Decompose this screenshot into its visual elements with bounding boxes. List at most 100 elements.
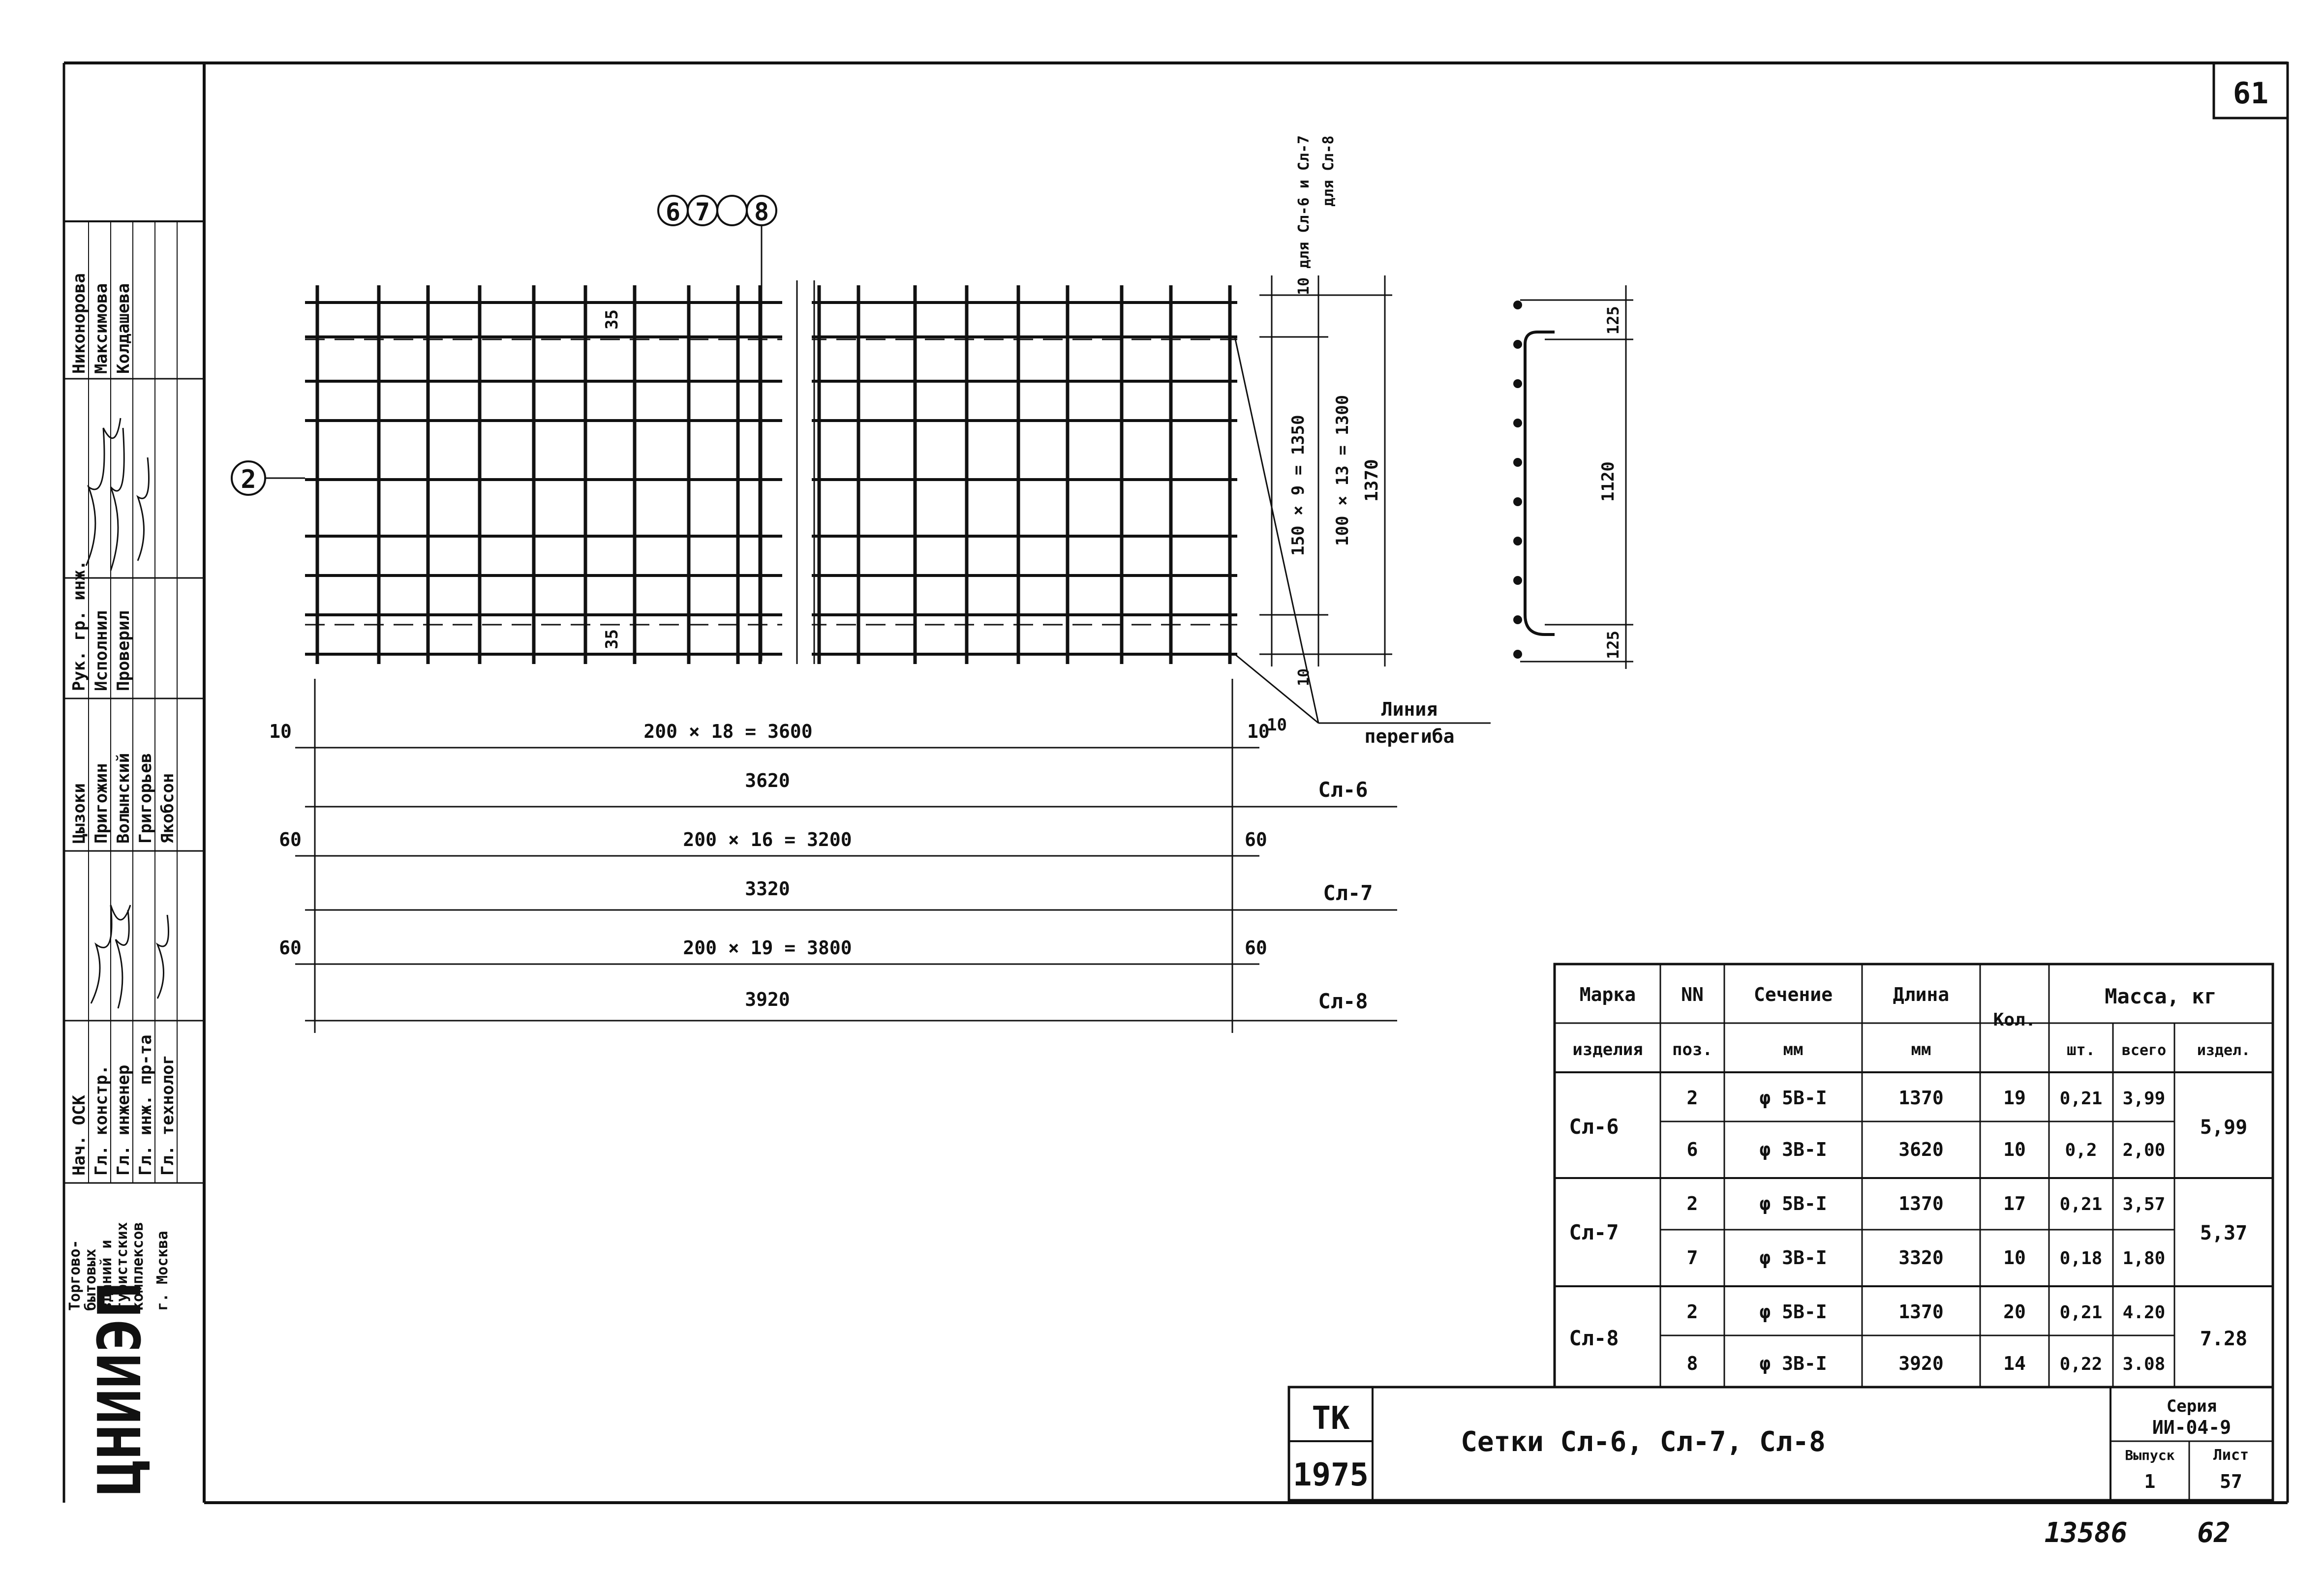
cell-length: 3320 — [1898, 1247, 1944, 1269]
series-value: ИИ-04-9 — [2152, 1417, 2231, 1438]
org-line: Торгово- — [66, 1240, 84, 1311]
dim-row-sl6: 10 200 × 18 = 3600 10 3620 Сл-6 — [269, 721, 1397, 808]
section-bar-dot — [1513, 458, 1522, 467]
bottom-note: 13586 — [2045, 1517, 2128, 1549]
table-row: 2 φ 5В-I 1370 19 0,21 3,99 — [1687, 1087, 2166, 1109]
cell-total-mass: 3,99 — [2123, 1089, 2166, 1109]
cell-length: 1370 — [1898, 1301, 1944, 1323]
spec-table: Марка изделия NN поз. Сечение мм Длина м… — [1553, 963, 2274, 1389]
cell-length: 3620 — [1898, 1139, 1944, 1160]
dim-10: 10 — [1267, 715, 1287, 735]
dim-mark: Сл-8 — [1318, 989, 1368, 1013]
th-qty: Кол. — [1993, 1010, 2036, 1030]
section-view: 125 1120 125 — [1513, 285, 1633, 669]
bottom-page: 62 — [2197, 1517, 2230, 1549]
stamp-role: Нач. ОСК — [69, 1095, 89, 1176]
mesh-plan: 35 35 — [305, 275, 1237, 669]
cell-qty: 10 — [2003, 1247, 2026, 1269]
cut-note: для Сл-8 — [1320, 136, 1337, 207]
section-bar-dot — [1513, 301, 1522, 309]
org-line: комплексов — [129, 1222, 147, 1311]
cut-note: 10 для Сл-6 и Сл-7 — [1295, 135, 1313, 295]
cell-section: φ 3В-I — [1759, 1247, 1827, 1269]
stamp-name-2: Максимова — [92, 283, 111, 374]
spec-mark: Сл-8 — [1569, 1326, 1619, 1350]
dim-right: 10 — [1247, 721, 1270, 742]
side-dim: 100 × 13 = 1300 — [1333, 395, 1352, 546]
th-mass-unit: шт. — [2067, 1040, 2095, 1059]
stamp-role: Гл. инженер — [114, 1065, 133, 1176]
callout-8: 8 — [754, 198, 769, 226]
th-length: мм — [1911, 1040, 1931, 1059]
drawing-title: Сетки Сл-6, Сл-7, Сл-8 — [1461, 1426, 1826, 1458]
signature-scribble — [155, 914, 169, 999]
cell-total-mass: 4.20 — [2123, 1302, 2166, 1323]
org-line: зданий и — [98, 1240, 115, 1311]
cell-section: φ 5В-I — [1759, 1301, 1827, 1323]
stamp-name: Якобсон — [158, 773, 178, 844]
org-line: г. Москва — [154, 1231, 171, 1311]
cell-pos: 6 — [1687, 1139, 1698, 1160]
th-length: Длина — [1893, 984, 1949, 1005]
bend-line-label: Линия — [1381, 698, 1437, 720]
th-mass: Масса, кг — [2105, 984, 2217, 1008]
section-dim-top: 125 — [1604, 306, 1622, 334]
cell-total-mass: 3.08 — [2123, 1354, 2166, 1374]
cell-total-mass: 1,80 — [2123, 1248, 2166, 1269]
dim-mark: Сл-6 — [1318, 778, 1368, 802]
bend-annotations: Линия перегиба 10 для Сл-6 и Сл-7 для Сл… — [1234, 135, 1491, 747]
cell-section: φ 5В-I — [1759, 1087, 1827, 1109]
cell-length: 3920 — [1898, 1353, 1944, 1374]
cell-unit-mass: 0,2 — [2065, 1140, 2097, 1160]
stamp-role: Гл. технолог — [158, 1055, 178, 1176]
th-pos: поз. — [1672, 1040, 1712, 1059]
cell-total-mass: 2,00 — [2123, 1140, 2166, 1160]
cell-pos: 2 — [1687, 1193, 1698, 1214]
cell-unit-mass: 0,21 — [2060, 1302, 2103, 1323]
section-bar-dot — [1513, 537, 1522, 545]
cell-unit-mass: 0,22 — [2060, 1354, 2103, 1374]
stamp-name-2: Никонорова — [69, 273, 89, 374]
signature-scribble — [115, 909, 130, 1009]
cell-section: φ 3В-I — [1759, 1139, 1827, 1160]
stamp-role: Гл. инж. пр-та — [136, 1034, 155, 1176]
tk-label: ТК — [1312, 1400, 1350, 1437]
org-logo: ЦНИИЭП — [86, 1282, 154, 1495]
year-label: 1975 — [1293, 1457, 1369, 1493]
dim-row-sl8: 60 200 × 19 = 3800 60 3920 Сл-8 — [279, 937, 1397, 1022]
cell-section: φ 3В-I — [1759, 1353, 1827, 1374]
sheet-frame — [62, 61, 2289, 1504]
spec-item-mass: 7.28 — [2200, 1328, 2247, 1350]
section-bar-dot — [1513, 419, 1522, 427]
dimension-rows: 10 200 × 18 = 3600 10 3620 Сл-6 60 200 ×… — [269, 679, 1397, 1033]
dim-mark: Сл-7 — [1323, 881, 1373, 905]
dim-total: 3920 — [745, 989, 790, 1010]
issue-value: 1 — [2144, 1471, 2156, 1492]
cell-pos: 2 — [1687, 1301, 1698, 1323]
section-bar-dot — [1513, 615, 1522, 624]
callout-7: 7 — [695, 198, 710, 226]
org-line: бытовых — [82, 1249, 99, 1311]
stamp-name: Цызоки — [69, 783, 89, 844]
spec-item-mass: 5,99 — [2200, 1116, 2247, 1139]
section-dim-bottom: 125 — [1604, 631, 1622, 659]
table-row: 7 φ 3В-I 3320 10 0,18 1,80 — [1687, 1247, 2166, 1269]
side-dim-10: 10 — [1295, 668, 1313, 686]
left-stamp: Нач. ОСК Гл. констр. Гл. инженер Гл. инж… — [64, 220, 204, 1495]
cell-pos: 2 — [1687, 1087, 1698, 1109]
sheet-number-box: 61 — [2212, 61, 2289, 120]
dim-left: 60 — [279, 937, 302, 959]
callout-6: 6 — [666, 198, 680, 226]
stamp-role-2: Исполнил — [92, 610, 111, 691]
mesh-dim-35: 35 — [602, 309, 622, 330]
cell-pos: 8 — [1687, 1353, 1698, 1374]
section-dim-mid: 1120 — [1598, 461, 1618, 502]
org-line: туристских — [114, 1222, 131, 1311]
cell-section: φ 5В-I — [1759, 1193, 1827, 1214]
cell-unit-mass: 0,18 — [2060, 1248, 2103, 1269]
cell-qty: 10 — [2003, 1139, 2026, 1160]
section-bar-dot — [1513, 497, 1522, 506]
cell-length: 1370 — [1898, 1193, 1944, 1214]
stamp-role-2: Рук. гр. инж. — [69, 560, 89, 691]
signature-scribble — [110, 427, 125, 571]
